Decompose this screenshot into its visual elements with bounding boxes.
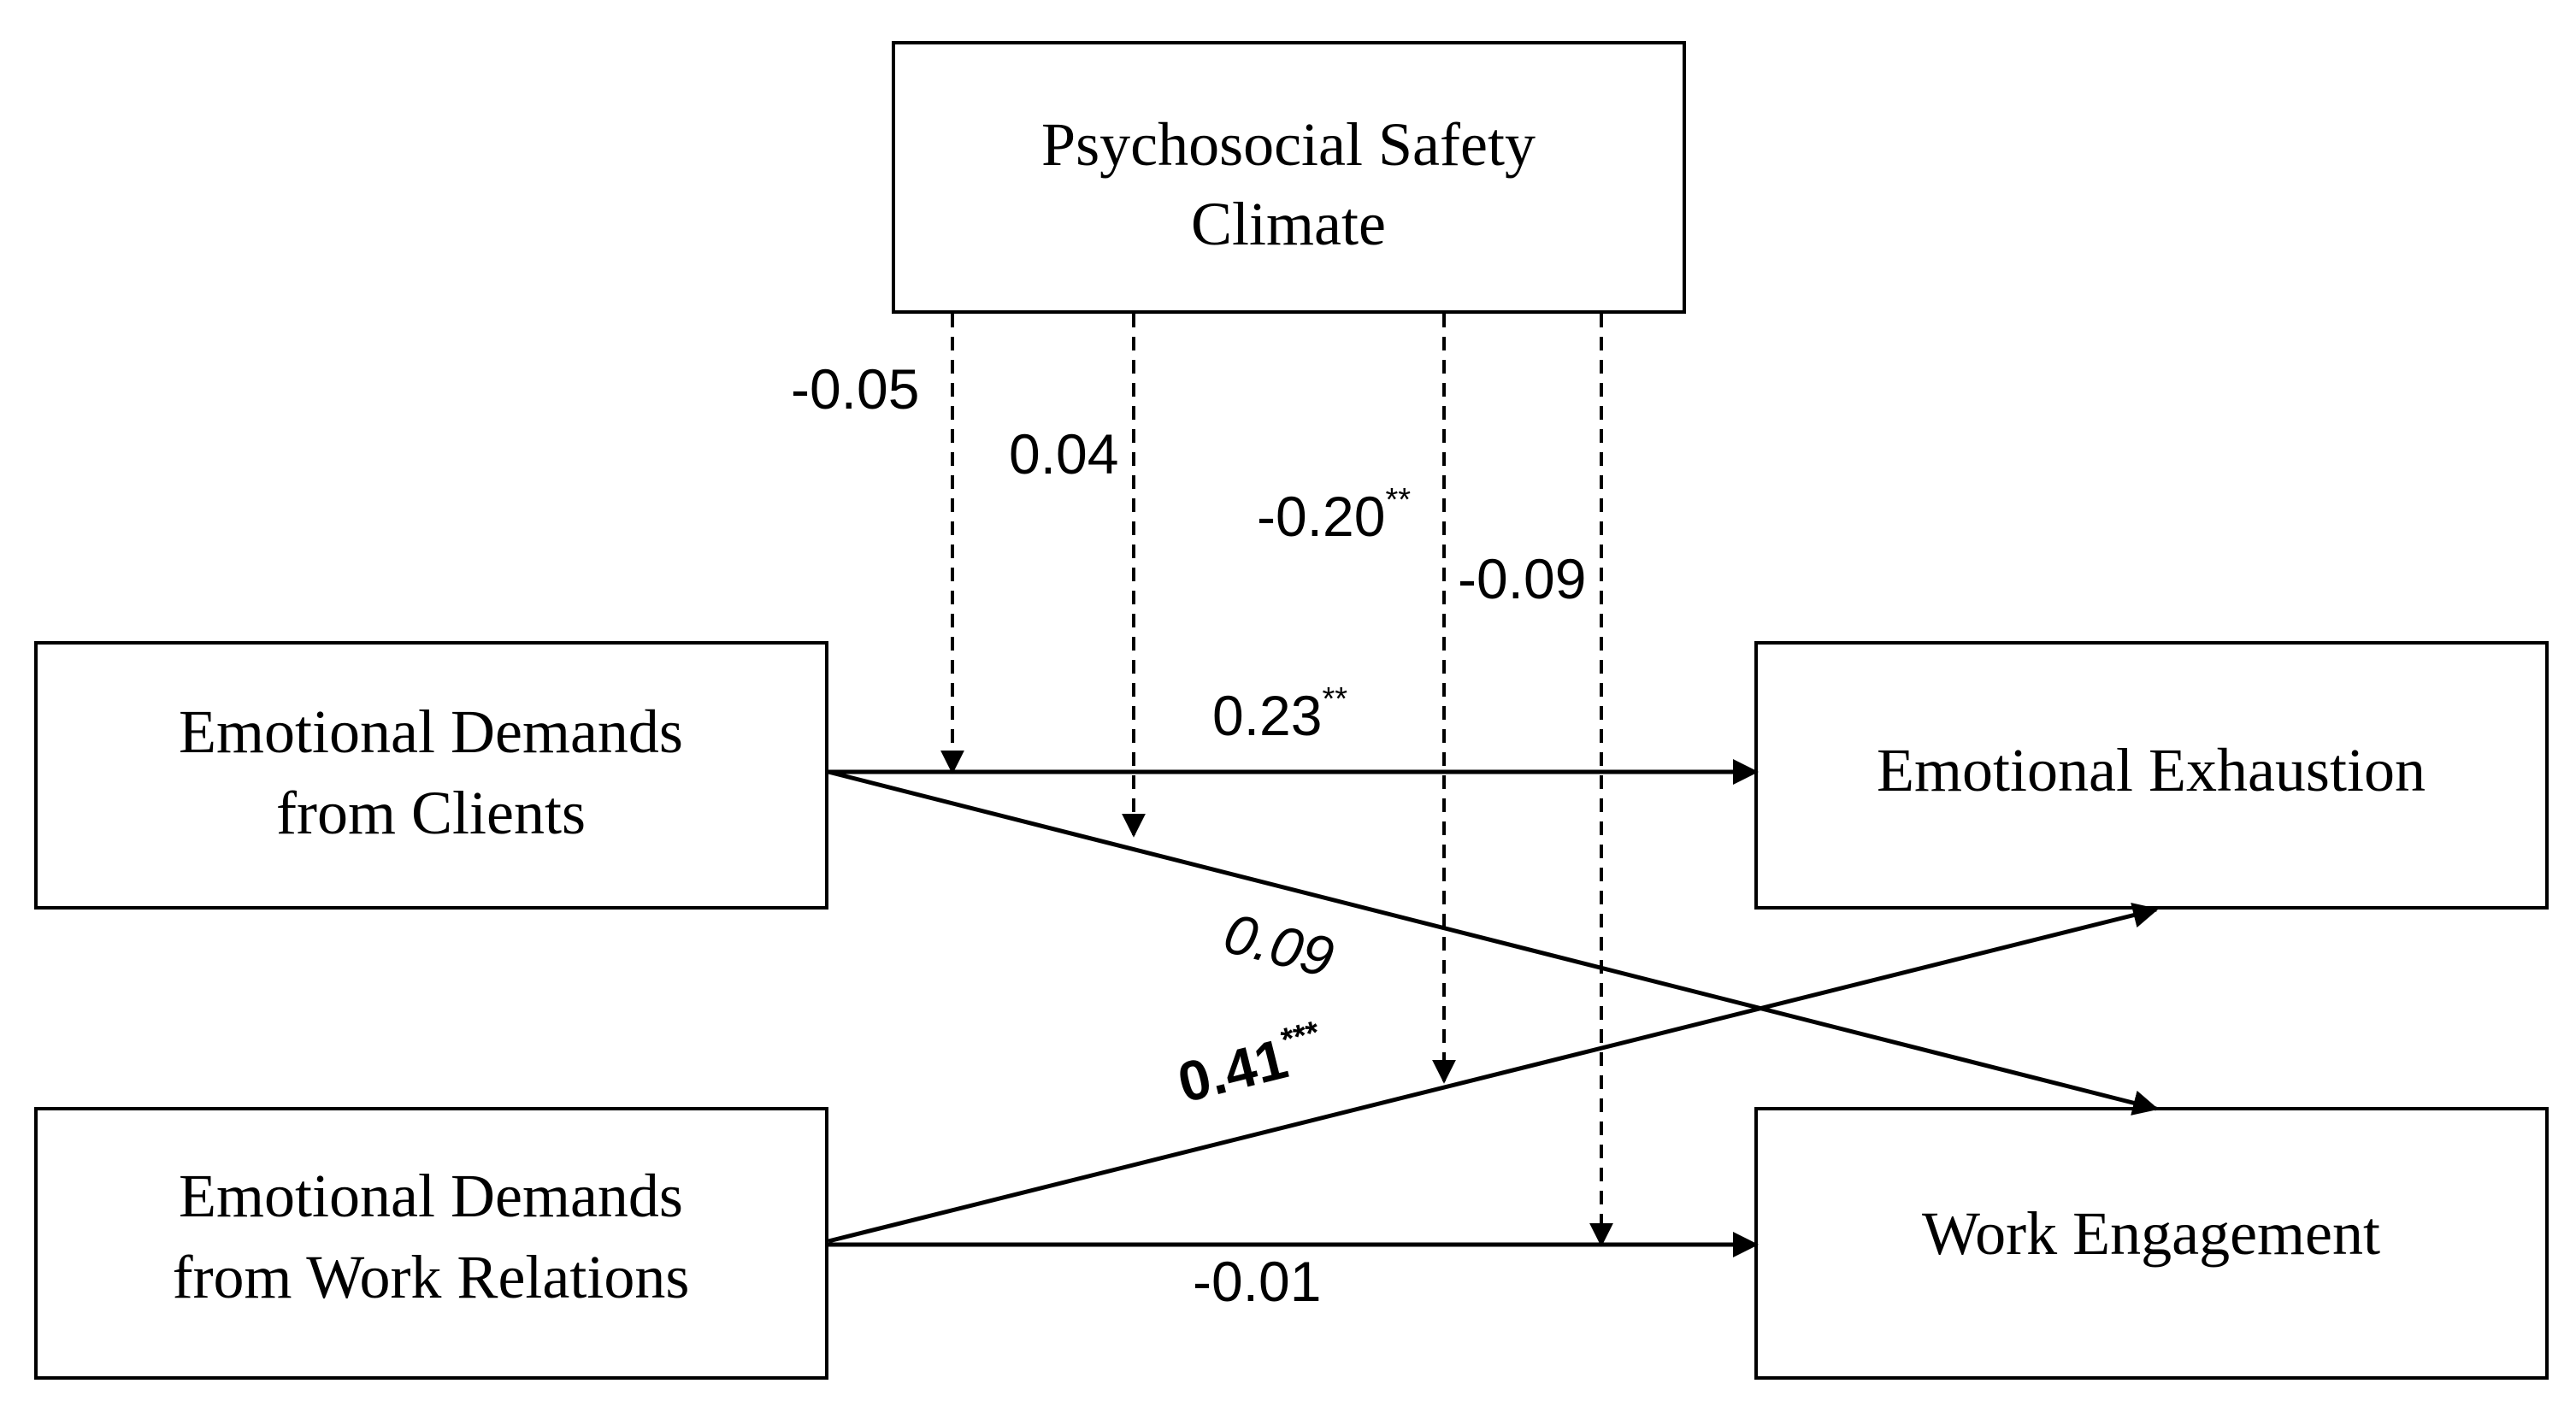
node-edc-line1: Emotional Demands (179, 698, 683, 766)
moderation-value-2: 0.04 (1009, 422, 1118, 486)
node-psychosocial-safety-climate: Psychosocial Safety Climate (892, 41, 1686, 314)
path-value-edc-we: 0.09 (1218, 901, 1341, 989)
moderation-sig-3: ** (1385, 482, 1411, 518)
path-sig-edc-ee: ** (1322, 681, 1347, 717)
path-label-edc-we: 0.09 (1218, 901, 1341, 989)
path-label-edw-ee: 0.41*** (1171, 1015, 1331, 1115)
path-value-edw-we: -0.01 (1193, 1250, 1321, 1313)
moderation-label-3: -0.20** (1257, 482, 1411, 548)
node-psc-line1: Psychosocial Safety (1041, 110, 1536, 179)
path-edc-to-we (828, 769, 2159, 1116)
path-sig-edw-ee: *** (1277, 1015, 1323, 1059)
path-value-edc-ee: 0.23 (1212, 684, 1322, 747)
moderation-label-2: 0.04 (1009, 422, 1118, 486)
node-ee-label: Emotional Exhaustion (1877, 736, 2426, 804)
node-emotional-demands-clients: Emotional Demands from Clients (34, 641, 828, 910)
node-work-engagement: Work Engagement (1754, 1107, 2549, 1380)
node-emotional-exhaustion: Emotional Exhaustion (1754, 641, 2549, 910)
moderation-label-4: -0.09 (1458, 547, 1586, 610)
path-label-edw-we: -0.01 (1193, 1250, 1321, 1313)
node-edw-line1: Emotional Demands (179, 1162, 683, 1230)
node-edc-line2: from Clients (276, 779, 586, 847)
moderation-label-1: -0.05 (791, 357, 919, 421)
node-we-label: Work Engagement (1922, 1199, 2380, 1268)
moderation-value-4: -0.09 (1458, 547, 1586, 610)
node-edw-line2: from Work Relations (173, 1243, 690, 1311)
node-emotional-demands-work-relations: Emotional Demands from Work Relations (34, 1107, 828, 1380)
path-value-edw-ee: 0.41 (1171, 1027, 1294, 1115)
path-edw-to-ee (828, 902, 2159, 1244)
path-label-edc-ee: 0.23** (1212, 681, 1347, 747)
node-psc-line2: Climate (1191, 190, 1386, 258)
moderation-value-3: -0.20 (1257, 485, 1385, 548)
moderation-value-1: -0.05 (791, 357, 919, 421)
